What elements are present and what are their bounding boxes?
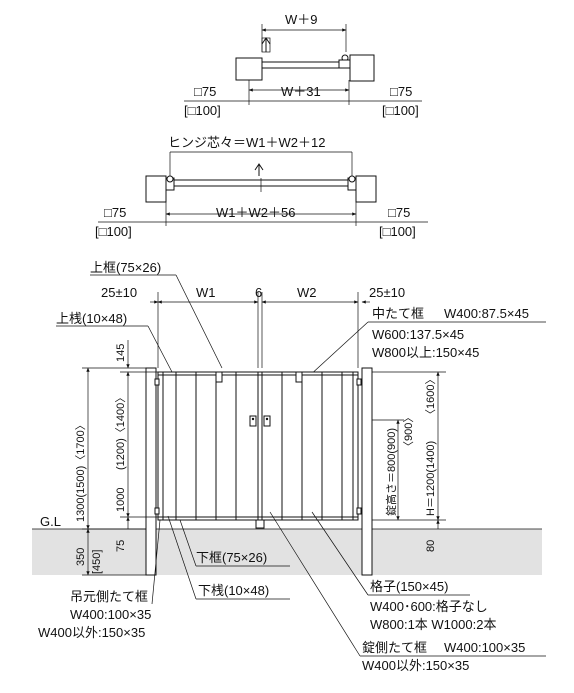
top-rail-label: 上桟(10×48): [56, 311, 127, 326]
gl-label: G.L: [40, 514, 61, 529]
left-post: [145, 367, 157, 576]
lock-height-alt-label: 〈900〉: [402, 412, 415, 452]
lower-left-hinge: [154, 507, 160, 515]
mid-right-post: [355, 175, 377, 203]
top-left-post-alt-size: [□100]: [184, 103, 221, 118]
mid-left-post: [145, 175, 167, 203]
left-heights-label: 1300(1500)〈1700〉: [74, 419, 87, 522]
lattice-line2: W800:1本 W1000:2本: [370, 617, 496, 632]
center-frame-w400: W400:87.5×45: [444, 306, 529, 321]
w2-label: W2: [297, 285, 317, 300]
center-frame-w600: W600:137.5×45: [372, 327, 464, 342]
top-right-post: [349, 54, 375, 82]
center-frame-w800: W800以上:150×45: [372, 345, 479, 360]
clearance-right-label: 25±10: [369, 285, 405, 300]
w1-label: W1: [196, 285, 216, 300]
bottom-rail-label: 下桟(10×48): [198, 583, 269, 598]
double-gate-plan-view: ヒンジ芯々＝W1＋W2＋12 W1＋W2＋56 □75 [□100] □75 […: [95, 135, 428, 239]
w-plus-31-label: W＋31: [281, 84, 321, 99]
hinge-side-other: W400以外:150×35: [38, 625, 145, 640]
hinge-side-title: 吊元側たて框: [70, 589, 148, 604]
dim-80: 80: [425, 540, 437, 552]
bottom-frame-label: 下框(75×26): [196, 550, 267, 565]
ground-band: [32, 529, 542, 575]
gate-elevation: 上框(75×26) 25±10 W1 6 W2 25±10 上桟(10×48) …: [32, 260, 546, 673]
clearance-left-label: 25±10: [101, 285, 137, 300]
lower-right-hinge: [356, 507, 362, 515]
hinge-side-w400: W400:100×35: [70, 607, 151, 622]
span-label: W1＋W2＋56: [216, 205, 295, 220]
top-plan-view: W＋9 W＋31 □75 [□100] □75 [□100]: [184, 12, 422, 118]
dim-350: 350: [75, 548, 87, 566]
w-plus-9-label: W＋9: [285, 12, 318, 27]
gate-lattice: [162, 372, 354, 520]
right-height-alt-label: 〈1600〉: [424, 374, 437, 420]
lattice-line1: W400･600:格子なし: [370, 599, 488, 614]
right-post: [361, 367, 373, 576]
top-open-arrow-icon: [261, 37, 271, 52]
top-right-post-alt-size: [□100]: [382, 103, 419, 118]
right-height-label: H＝1200(1400): [425, 441, 437, 516]
top-gate-leaf: [261, 61, 347, 69]
dim-450: [450]: [91, 550, 103, 574]
top-right-post-size: □75: [390, 84, 412, 99]
lock-side-title: 錠側たて框: [362, 640, 427, 655]
hinge-center-label: ヒンジ芯々＝W1＋W2＋12: [168, 135, 325, 150]
upper-left-hinge: [154, 378, 160, 386]
inner-1000-label: 1000: [115, 488, 127, 512]
mid-right-post-alt-size: [□100]: [379, 224, 416, 239]
center-frame-title: 中たて框: [372, 306, 424, 321]
inner-heights-label: (1200)〈1400〉: [114, 392, 127, 470]
lock-side-w400: W400:100×35: [444, 640, 525, 655]
top-frame-label: 上框(75×26): [90, 260, 161, 275]
dim-145: 145: [115, 344, 127, 362]
lock-side-other: W400以外:150×35: [362, 658, 469, 673]
top-left-post-size: □75: [194, 84, 216, 99]
mid-right-post-size: □75: [388, 205, 410, 220]
lattice-title: 格子(150×45): [370, 579, 448, 594]
gate-lock-icon: [249, 415, 271, 427]
mid-left-post-size: □75: [104, 205, 126, 220]
mid-left-post-alt-size: [□100]: [95, 224, 132, 239]
lock-height-label: 錠高さ＝800(900): [384, 428, 398, 516]
top-left-post: [235, 57, 263, 81]
dim-75: 75: [115, 540, 127, 552]
gap-label: 6: [255, 285, 262, 300]
upper-right-hinge: [356, 378, 362, 386]
mid-open-arrow-icon: [254, 163, 264, 176]
